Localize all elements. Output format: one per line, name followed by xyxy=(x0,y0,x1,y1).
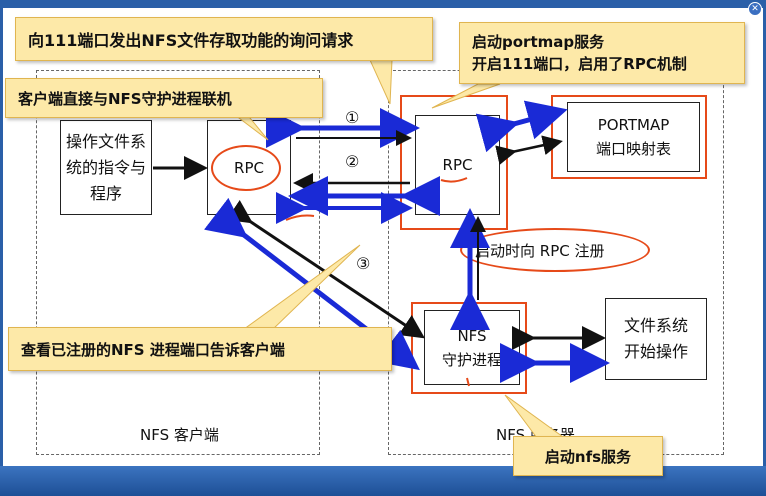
server-rpc-label: RPC xyxy=(442,156,473,174)
request-callout-text: 向111端口发出NFS文件存取功能的询问请求 xyxy=(28,31,354,50)
nfs-daemon-label-1: NFS xyxy=(457,326,487,345)
request-callout: 向111端口发出NFS文件存取功能的询问请求 xyxy=(15,17,433,61)
filesystem-box: 文件系统 开始操作 xyxy=(605,298,707,380)
rpc-portmap-black-arrow xyxy=(495,135,563,165)
client-direct-callout-text: 客户端直接与NFS守护进程联机 xyxy=(18,89,232,108)
portmap-label-2: 端口映射表 xyxy=(595,140,671,158)
filesystem-label-2: 开始操作 xyxy=(623,342,688,361)
portmap-callout-pointer xyxy=(431,83,501,109)
rpc-portmap-blue-arrow xyxy=(475,100,568,153)
window-right-border xyxy=(763,0,766,496)
request-callout-pointer xyxy=(369,59,393,105)
portmap-label-1: PORTMAP xyxy=(597,116,670,134)
close-icon[interactable]: ✕ xyxy=(748,2,762,16)
register-label: 启动时向 RPC 注册 xyxy=(475,242,605,260)
start-nfs-callout: 启动nfs服务 xyxy=(513,436,663,476)
lookup-callout-pointer xyxy=(238,244,361,333)
window-left-border xyxy=(0,0,3,496)
client-rpc-circle xyxy=(211,145,281,191)
nfs-daemon-mark xyxy=(466,377,470,387)
nfs-daemon-label-2: 守护进程 xyxy=(441,350,502,369)
client-region-label: NFS 客户端 xyxy=(140,426,219,444)
client-ops-label: 操作文件系统的指令与程序 xyxy=(65,131,146,203)
step-number-2: ② xyxy=(345,152,360,171)
client-rpc-scribble xyxy=(285,214,315,221)
lookup-callout: 查看已注册的NFS 进程端口告诉客户端 xyxy=(8,327,392,371)
portmap-callout-line1: 启动portmap服务 xyxy=(472,33,605,51)
lookup-callout-text: 查看已注册的NFS 进程端口告诉客户端 xyxy=(21,340,285,359)
start-nfs-callout-pointer xyxy=(504,394,572,443)
portmap-callout-line2: 开启111端口，启用了RPC机制 xyxy=(472,55,687,73)
client-ops-box: 操作文件系统的指令与程序 xyxy=(60,120,152,215)
window-top-border xyxy=(0,0,766,8)
client-direct-callout: 客户端直接与NFS守护进程联机 xyxy=(5,78,323,118)
filesystem-label-1: 文件系统 xyxy=(623,316,688,335)
start-nfs-callout-text: 启动nfs服务 xyxy=(544,447,632,466)
server-rpc-underline xyxy=(440,177,468,183)
portmap-box: PORTMAP 端口映射表 xyxy=(567,102,700,172)
portmap-callout: 启动portmap服务 开启111端口，启用了RPC机制 xyxy=(459,22,745,84)
